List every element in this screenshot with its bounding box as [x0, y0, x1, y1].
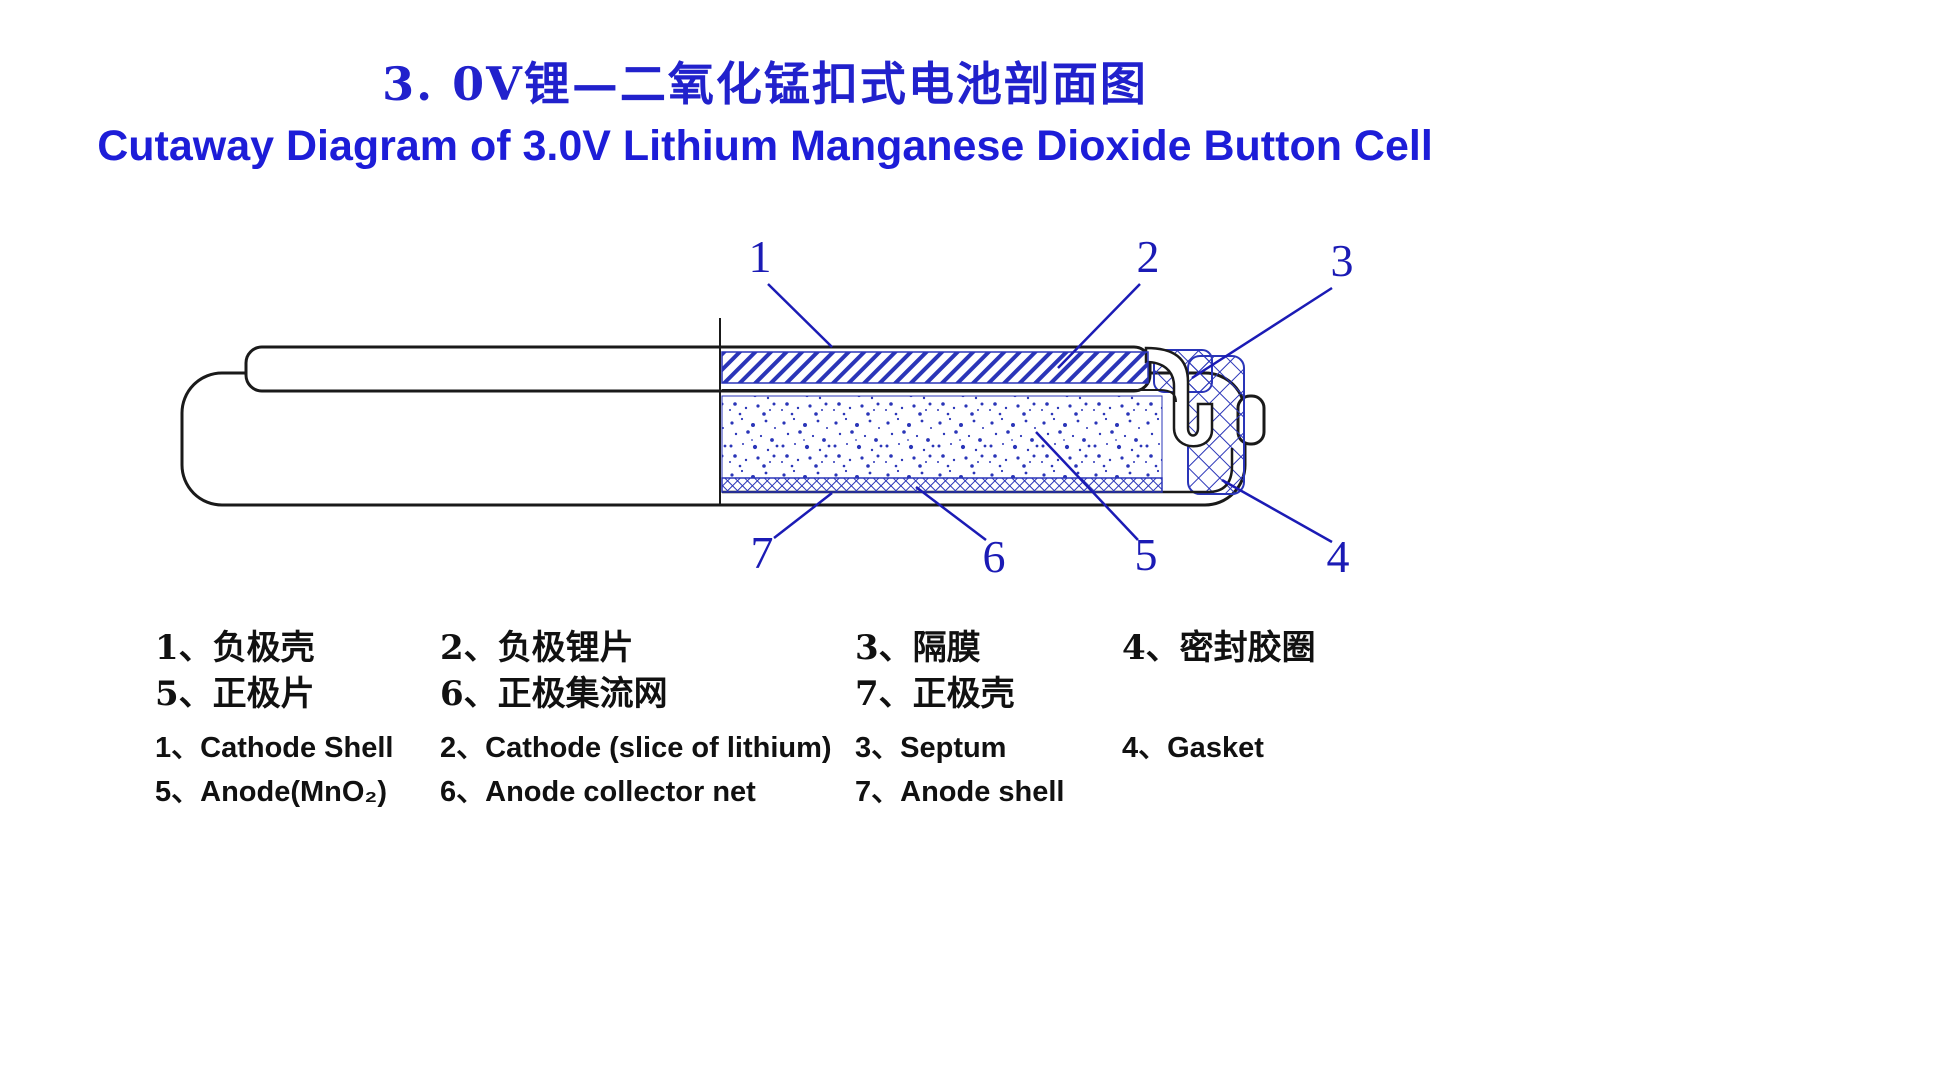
mno2-layer: [721, 395, 1163, 479]
leader-5: [1035, 431, 1139, 541]
legend-zh-collector-net: 6、正极集流网: [440, 674, 668, 714]
legend-en-cathode-shell: 1、Cathode Shell: [155, 732, 394, 764]
crimp-hook: [1144, 346, 1214, 448]
callout-1: 1: [749, 231, 772, 282]
leader-2: [1057, 283, 1141, 369]
legend-zh-gasket: 4、密封胶圈: [1122, 628, 1316, 668]
legend-en-anode-piece: 5、Anode(MnO₂): [155, 776, 387, 808]
leader-lines: [767, 283, 1333, 544]
callout-3: 3: [1331, 235, 1354, 286]
leader-3: [1191, 286, 1333, 380]
septum-line: [722, 389, 1177, 403]
callout-5: 5: [1135, 529, 1158, 580]
lithium-slice-layer: [721, 351, 1149, 384]
legend-zh-anode-piece: 5、正极片: [155, 674, 315, 714]
legend-zh-lithium-slice: 2、负极锂片: [440, 628, 634, 668]
leader-7: [773, 492, 833, 539]
title-english: Cutaway Diagram of 3.0V Lithium Manganes…: [97, 122, 1433, 170]
legend-en-lithium-slice: 2、Cathode (slice of lithium): [440, 732, 832, 764]
callout-4: 4: [1327, 531, 1350, 582]
callout-7: 7: [751, 527, 774, 578]
anode-shell-inner-wall: [722, 448, 1234, 494]
legend-zh-septum: 3、隔膜: [855, 628, 981, 668]
callout-2: 2: [1137, 231, 1160, 282]
legend-en-collector-net: 6、Anode collector net: [440, 776, 756, 808]
leader-6: [915, 486, 987, 541]
legend-en-gasket: 4、Gasket: [1122, 732, 1264, 764]
legend-en-anode-shell: 7、Anode shell: [855, 776, 1065, 808]
legend-zh-anode-shell: 7、正极壳: [855, 674, 1015, 714]
title-chinese: 3. 0V锂—二氧化锰扣式电池剖面图: [382, 57, 1148, 111]
callout-6: 6: [983, 531, 1006, 582]
collector-net-layer: [721, 477, 1163, 493]
leader-1: [767, 283, 833, 348]
leader-4: [1221, 478, 1333, 544]
legend-zh-cathode-shell: 1、负极壳: [155, 628, 315, 668]
legend-en-septum: 3、Septum: [855, 732, 1007, 764]
